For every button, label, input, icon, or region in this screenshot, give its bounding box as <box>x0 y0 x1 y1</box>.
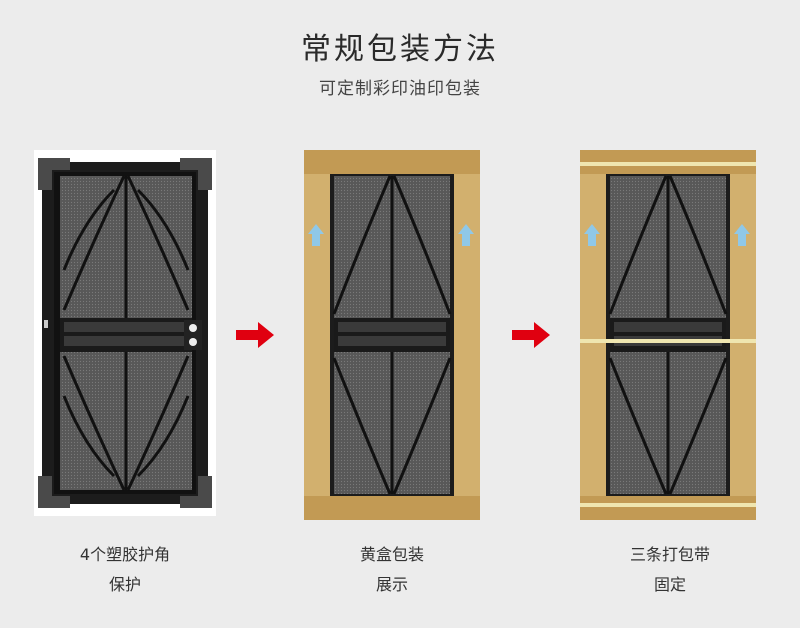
step-2-line1: 黄盒包装 <box>359 545 424 564</box>
step-2-line2: 展示 <box>375 575 408 594</box>
step-3-line2: 固定 <box>653 575 686 594</box>
page-subtitle: 可定制彩印油印包装 <box>319 79 481 99</box>
up-arrow-icon <box>308 224 474 246</box>
step-3-line1: 三条打包带 <box>629 545 710 564</box>
step-1-line1: 4个塑胶护角 <box>79 545 171 564</box>
step-1-caption: 4个塑胶护角 保护 <box>25 540 225 600</box>
door-box-with-straps <box>580 150 756 520</box>
door-in-yellow-box <box>304 150 480 520</box>
step-2-caption: 黄盒包装 展示 <box>292 540 492 600</box>
page-title: 常规包装方法 <box>301 32 499 67</box>
step-1-line2: 保护 <box>108 575 141 594</box>
door-with-corners <box>34 150 216 516</box>
packing-straps <box>580 162 756 507</box>
right-arrow-icon <box>512 322 550 352</box>
up-arrow-icon <box>584 224 750 246</box>
step-3-caption: 三条打包带 固定 <box>570 540 770 600</box>
right-arrow-icon <box>236 322 274 352</box>
